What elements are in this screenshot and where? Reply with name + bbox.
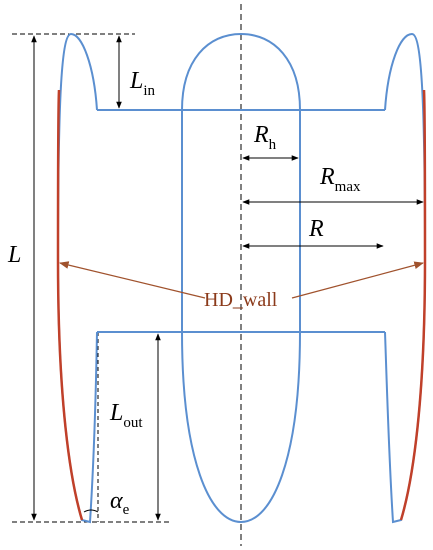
exit-angle-arc bbox=[83, 509, 99, 513]
label-alpha-e: αe bbox=[110, 488, 130, 518]
hd-wall-segments bbox=[56, 89, 427, 521]
label-L-in-sub: in bbox=[143, 83, 155, 99]
hub-outline bbox=[181, 32, 301, 524]
label-L-out-sub: out bbox=[123, 415, 143, 431]
label-R-h: Rh bbox=[253, 122, 277, 153]
label-L-out-main: L bbox=[109, 400, 123, 426]
label-R-max-sub: max bbox=[335, 179, 361, 195]
label-L-in: Lin bbox=[129, 68, 156, 99]
label-hd-wall: HD_wall bbox=[204, 289, 278, 311]
label-R-max-main: R bbox=[319, 164, 335, 190]
label-R: R bbox=[308, 216, 324, 242]
hd-wall-left-arrow bbox=[59, 261, 206, 299]
label-alpha-e-main: α bbox=[110, 488, 123, 514]
label-R-h-main: R bbox=[253, 122, 269, 148]
dimension-lines bbox=[31, 35, 424, 521]
label-R-max: Rmax bbox=[319, 164, 361, 195]
right-hd-wall bbox=[399, 89, 427, 521]
right-shroud-outline bbox=[384, 32, 427, 524]
left-hd-wall bbox=[56, 89, 84, 521]
label-alpha-e-sub: e bbox=[123, 502, 130, 518]
hd-wall-right-arrow bbox=[291, 261, 424, 299]
label-L: L bbox=[7, 242, 21, 268]
left-shroud-outline bbox=[56, 32, 98, 524]
label-L-in-main: L bbox=[129, 68, 143, 94]
label-R-h-sub: h bbox=[269, 137, 277, 153]
label-L-out: Lout bbox=[109, 400, 143, 431]
hd-wall-annotation-arrows bbox=[59, 261, 424, 299]
